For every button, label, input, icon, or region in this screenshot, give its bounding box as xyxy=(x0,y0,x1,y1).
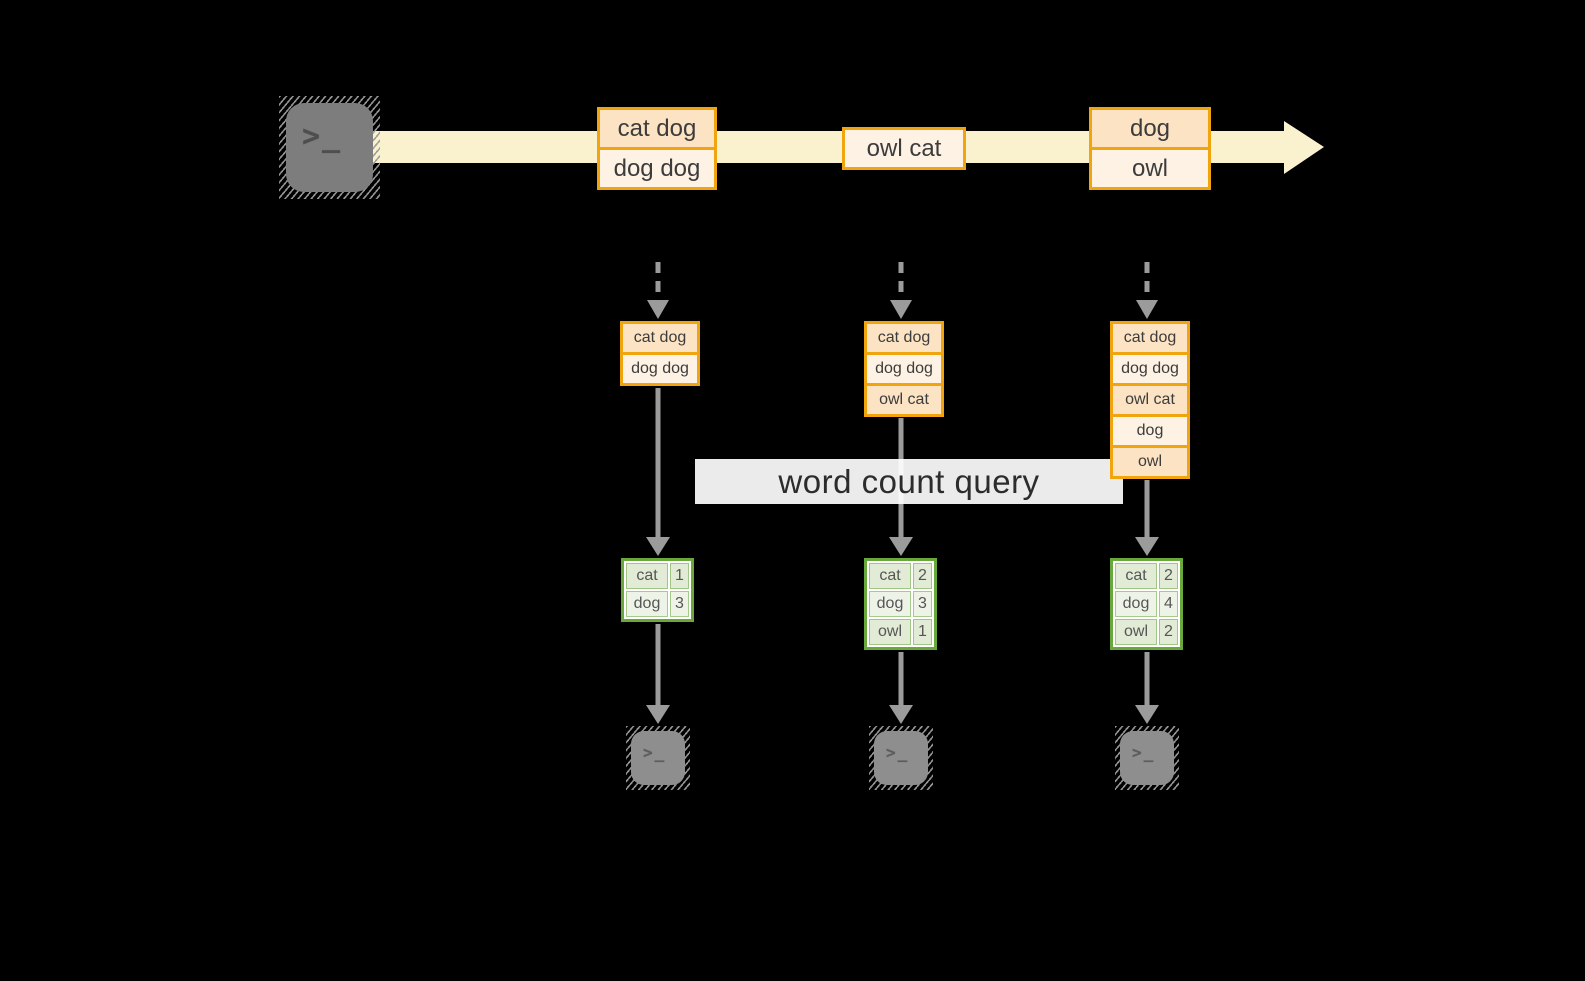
stream-event-batch-3: dog owl xyxy=(1089,107,1211,190)
count-word: owl xyxy=(869,619,911,645)
buffer-row: dog dog xyxy=(867,355,941,383)
stream-event: dog xyxy=(1092,110,1208,147)
count-value: 2 xyxy=(1159,563,1178,589)
buffer-box-3: cat dog dog dog owl cat dog owl xyxy=(1110,321,1190,479)
terminal-icon: >_ xyxy=(631,731,685,785)
buffer-row: owl cat xyxy=(1113,386,1187,414)
stream-event: owl cat xyxy=(845,130,963,167)
terminal-prompt-glyph: >_ xyxy=(302,119,343,154)
count-word: dog xyxy=(869,591,911,617)
count-word: dog xyxy=(1115,591,1157,617)
dashed-arrowhead-1 xyxy=(647,300,669,319)
count-value: 2 xyxy=(913,563,932,589)
count-word: cat xyxy=(1115,563,1157,589)
count-value: 3 xyxy=(670,591,689,617)
query-label-band: word count query xyxy=(695,459,1123,504)
count-word: owl xyxy=(1115,619,1157,645)
terminal-icon: >_ xyxy=(1120,731,1174,785)
buffer-row: owl cat xyxy=(867,386,941,414)
stream-event: owl xyxy=(1092,150,1208,187)
terminal-icon: >_ xyxy=(874,731,928,785)
count-value: 1 xyxy=(670,563,689,589)
output-terminal-icon-2: >_ xyxy=(869,726,933,790)
count-word: dog xyxy=(626,591,668,617)
count-table-3: cat 2 dog 4 owl 2 xyxy=(1110,558,1183,650)
counts-to-output-arrowhead-3 xyxy=(1135,705,1159,724)
buffer-to-counts-arrowhead-2 xyxy=(889,537,913,556)
buffer-to-counts-arrowhead-3 xyxy=(1135,537,1159,556)
count-table-2: cat 2 dog 3 owl 1 xyxy=(864,558,937,650)
dashed-arrowhead-3 xyxy=(1136,300,1158,319)
buffer-box-2: cat dog dog dog owl cat xyxy=(864,321,944,417)
count-value: 1 xyxy=(913,619,932,645)
buffer-row: cat dog xyxy=(867,324,941,352)
stream-event: dog dog xyxy=(600,150,714,187)
buffer-to-counts-arrowhead-1 xyxy=(646,537,670,556)
count-word: cat xyxy=(626,563,668,589)
counts-to-output-arrowhead-2 xyxy=(889,705,913,724)
output-terminal-icon-3: >_ xyxy=(1115,726,1179,790)
stream-event: cat dog xyxy=(600,110,714,147)
counts-to-output-arrowhead-1 xyxy=(646,705,670,724)
stream-event-batch-2: owl cat xyxy=(842,127,966,170)
buffer-row: cat dog xyxy=(623,324,697,352)
dashed-arrowhead-2 xyxy=(890,300,912,319)
buffer-row: owl xyxy=(1113,448,1187,476)
stream-event-batch-1: cat dog dog dog xyxy=(597,107,717,190)
terminal-icon: >_ xyxy=(286,103,373,192)
count-value: 3 xyxy=(913,591,932,617)
buffer-row: dog dog xyxy=(1113,355,1187,383)
count-value: 2 xyxy=(1159,619,1178,645)
terminal-prompt-glyph: >_ xyxy=(1132,743,1156,762)
source-terminal-icon: >_ xyxy=(279,96,380,199)
output-terminal-icon-1: >_ xyxy=(626,726,690,790)
count-table-1: cat 1 dog 3 xyxy=(621,558,694,622)
timeline-arrowhead xyxy=(1284,121,1324,174)
buffer-row: dog dog xyxy=(623,355,697,383)
buffer-box-1: cat dog dog dog xyxy=(620,321,700,386)
terminal-prompt-glyph: >_ xyxy=(643,743,667,762)
buffer-row: dog xyxy=(1113,417,1187,445)
terminal-prompt-glyph: >_ xyxy=(886,743,910,762)
buffer-row: cat dog xyxy=(1113,324,1187,352)
count-word: cat xyxy=(869,563,911,589)
count-value: 4 xyxy=(1159,591,1178,617)
query-label: word count query xyxy=(778,462,1040,500)
